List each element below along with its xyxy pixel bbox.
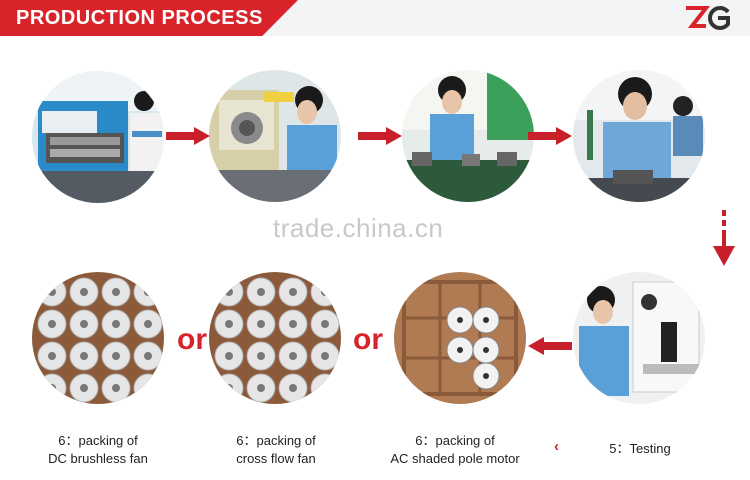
arrow-right-icon — [358, 127, 402, 145]
arrow-down-icon — [713, 210, 735, 268]
caption-dc-fan: 6：packing of DC brushless fan — [3, 432, 193, 468]
caption-line: AC shaded pole motor — [390, 451, 520, 466]
header-bar: PRODUCTION PROCESS — [0, 0, 750, 36]
caption-line: 6：packing of — [58, 433, 138, 448]
caption-cross-fan: 6：packing of cross flow fan — [181, 432, 371, 468]
brand-logo — [684, 4, 732, 32]
photo-dc-fan-packing — [32, 272, 164, 404]
caption-line: cross flow fan — [236, 451, 316, 466]
arrow-right-icon — [166, 127, 210, 145]
arrow-left-icon — [528, 337, 572, 355]
header-title-band: PRODUCTION PROCESS — [0, 0, 298, 36]
photo-ac-motor-packing — [394, 272, 526, 404]
photo-production-line — [402, 70, 534, 202]
photo-assembly-technician — [573, 70, 705, 202]
arrow-right-icon — [528, 127, 572, 145]
photo-assembly-worker — [209, 70, 341, 202]
caption-line: 6：packing of — [415, 433, 495, 448]
page-title: PRODUCTION PROCESS — [16, 7, 263, 29]
chevron-left-icon: ‹ — [554, 438, 559, 455]
photo-cross-flow-fan-packing — [209, 272, 341, 404]
caption-line: DC brushless fan — [48, 451, 148, 466]
caption-testing: 5：Testing — [560, 440, 720, 458]
photo-winding-machine — [32, 71, 164, 203]
or-label: or — [353, 323, 383, 356]
caption-ac-motor: 6：packing of AC shaded pole motor — [360, 432, 550, 468]
watermark: trade.china.cn — [273, 213, 444, 243]
photo-testing — [573, 272, 705, 404]
caption-line: 6：packing of — [236, 433, 316, 448]
caption-line: 5：Testing — [609, 441, 671, 456]
or-label: or — [177, 323, 207, 356]
